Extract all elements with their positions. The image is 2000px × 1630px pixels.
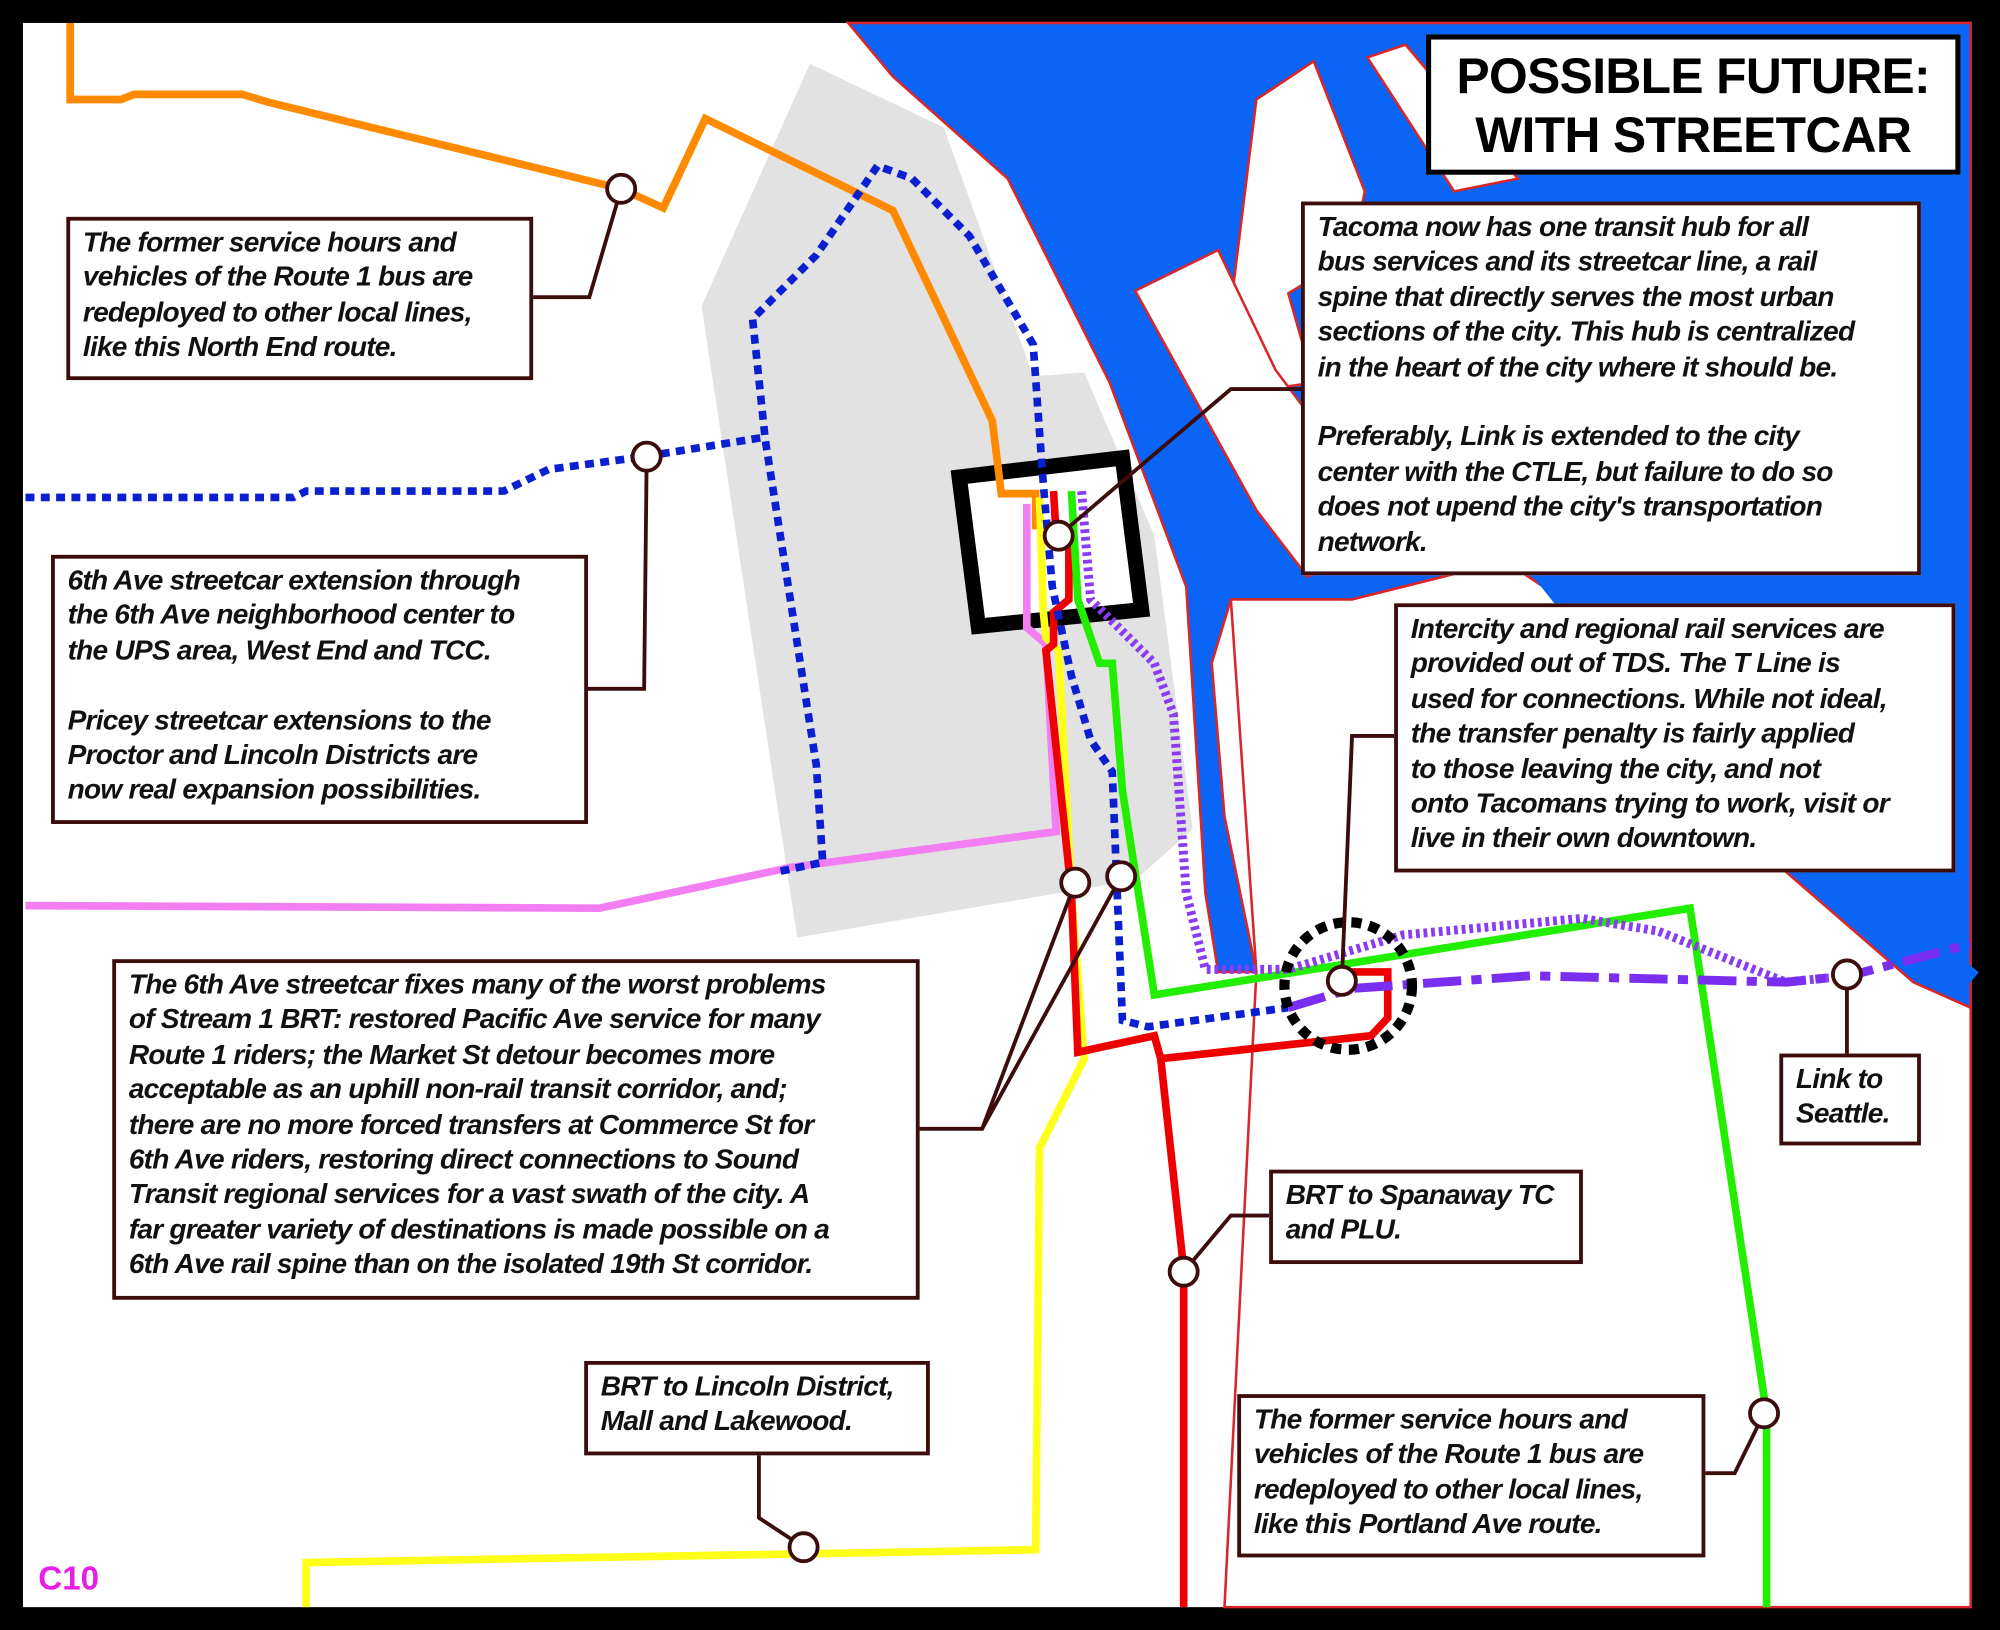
callout-leaders: [531, 188, 1849, 1549]
callout-spanaway-brt: BRT to Spanaway TC and PLU.: [1269, 1169, 1583, 1265]
callout-streetcar-fixes: The 6th Ave streetcar fixes many of the …: [112, 959, 920, 1300]
stop-node: [605, 172, 638, 205]
stop-node: [1830, 958, 1863, 991]
callout-intercity-rail: Intercity and regional rail services are…: [1394, 603, 1956, 873]
stop-node: [1105, 860, 1138, 893]
route-north-end: [66, 22, 1040, 530]
callout-portland-ave: The former service hours and vehicles of…: [1237, 1394, 1706, 1558]
tds-station-ring: [1279, 917, 1418, 1055]
downtown-area: [701, 63, 1193, 938]
route-t-line: [1077, 490, 1850, 987]
stop-node-hub: [1042, 519, 1075, 552]
route-6th-ave-bus-west: [25, 433, 764, 502]
callout-transit-hub: Tacoma now has one transit hub for all b…: [1301, 201, 1921, 576]
stop-node-tds: [1325, 964, 1358, 997]
route-portland-ave: [1067, 490, 1771, 1608]
map-title: POSSIBLE FUTURE: WITH STREETCAR: [1426, 34, 1961, 175]
stop-nodes: [605, 172, 1863, 1564]
callout-6th-ave-extension: 6th Ave streetcar extension through the …: [51, 554, 589, 824]
stop-node: [787, 1531, 820, 1564]
callout-north-end: The former service hours and vehicles of…: [66, 216, 534, 381]
route-spanaway-brt-hub-link: [1160, 968, 1392, 1063]
stop-node: [1167, 1255, 1200, 1288]
callout-link-seattle: Link to Seattle.: [1779, 1053, 1921, 1146]
page-label: C10: [38, 1558, 100, 1597]
stop-node: [630, 440, 663, 473]
stop-node: [1748, 1397, 1780, 1430]
route-6th-ave-streetcar: [25, 503, 1061, 912]
route-downtown-bus-loop: [748, 161, 1289, 1031]
stop-node: [1059, 866, 1092, 899]
callout-lincoln-brt: BRT to Lincoln District, Mall and Lakewo…: [584, 1360, 930, 1456]
